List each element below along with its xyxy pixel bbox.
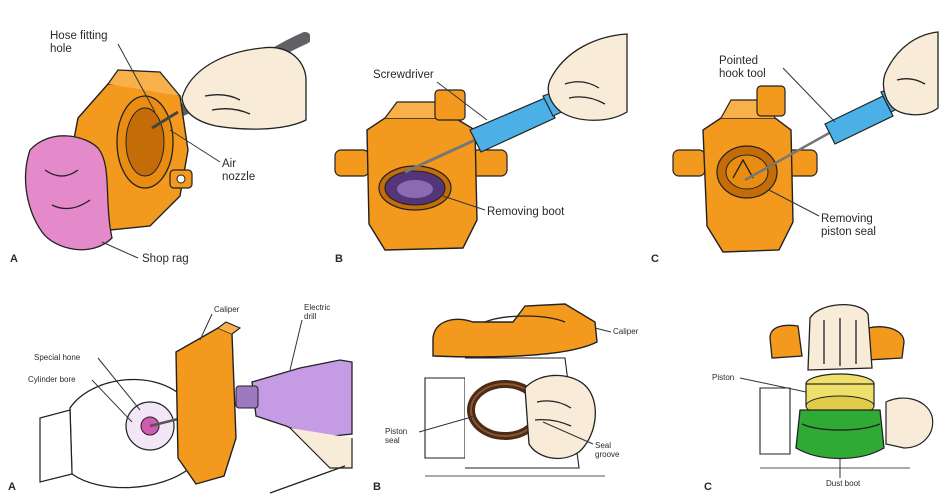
label-removing-boot: Removing boot bbox=[487, 206, 565, 218]
panel-letter-bottom-b: B bbox=[373, 481, 381, 493]
label-piston: Piston bbox=[712, 373, 734, 382]
label-screwdriver: Screwdriver bbox=[373, 69, 434, 81]
caliper-body bbox=[673, 86, 817, 252]
label-dust-boot: Dust boot bbox=[826, 479, 861, 488]
top-panel-b-removing-boot: Screwdriver Removing boot B bbox=[315, 0, 630, 275]
label-special-hone: Special hone bbox=[34, 353, 81, 362]
panel-letter-top-a: A bbox=[10, 253, 18, 265]
panel-letter-bottom-c: C bbox=[704, 481, 712, 493]
electric-drill-icon bbox=[236, 360, 352, 468]
panel-letter-top-c: C bbox=[651, 253, 659, 265]
hand-icon bbox=[182, 47, 306, 129]
hand-icon bbox=[525, 375, 595, 458]
panel-letter-bottom-a: A bbox=[8, 481, 16, 493]
shop-rag bbox=[26, 136, 112, 250]
label-shop-rag: Shop rag bbox=[142, 253, 189, 265]
hand-icon bbox=[886, 398, 933, 448]
bottom-panel-c-installing-piston: Piston Dust boot C bbox=[690, 298, 940, 498]
label-caliper: Caliper bbox=[214, 305, 240, 314]
caliper-body-right bbox=[866, 327, 904, 360]
caliper-body-left bbox=[770, 325, 802, 358]
caliper-body bbox=[176, 328, 236, 484]
caliper-body bbox=[433, 304, 597, 357]
label-caliper: Caliper bbox=[613, 327, 639, 336]
dust-boot bbox=[796, 410, 884, 459]
label-cylinder-bore: Cylinder bore bbox=[28, 375, 76, 384]
hand-icon bbox=[883, 32, 938, 115]
hand-icon bbox=[548, 34, 627, 120]
panel-letter-top-b: B bbox=[335, 253, 343, 265]
